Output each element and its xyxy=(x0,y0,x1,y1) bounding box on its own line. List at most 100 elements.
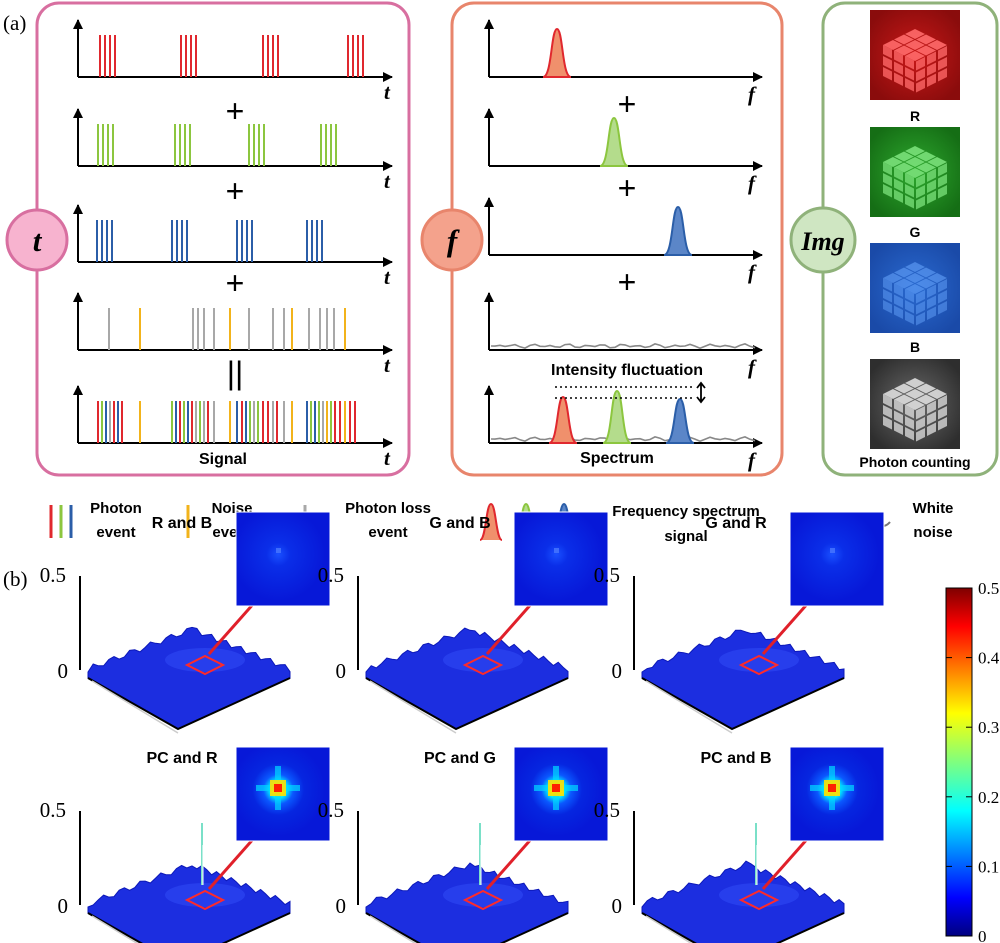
freq-axis-label: f xyxy=(748,82,757,106)
correlation-plot: 0.5 0 G and R xyxy=(594,511,885,734)
spectrum-peak xyxy=(599,116,629,167)
spectrum-peak xyxy=(542,27,572,78)
time-symbol-circle xyxy=(5,208,69,272)
zoom-inset xyxy=(235,511,331,607)
plot-title: PC and B xyxy=(700,750,771,767)
freq-symbol-circle xyxy=(420,208,484,272)
zoom-inset xyxy=(789,511,885,607)
img-symbol-circle xyxy=(789,206,857,274)
roi-marker xyxy=(738,889,780,911)
freq-operator: + xyxy=(618,264,637,300)
floor-edge xyxy=(365,677,569,731)
spectrum-peak xyxy=(602,389,632,444)
colorbar-tick-label: 0.5 xyxy=(978,579,999,598)
time-symbol: t xyxy=(33,223,43,258)
floor-edge xyxy=(87,677,291,731)
roi-marker xyxy=(738,654,780,676)
z-tick-zero: 0 xyxy=(58,659,69,683)
time-axis-label: t xyxy=(384,80,391,104)
freq-axis-label: f xyxy=(748,260,757,284)
fluctuation-double-arrow xyxy=(696,381,706,404)
spectrum-peak xyxy=(665,397,695,444)
colorbar-tick-label: 0 xyxy=(978,927,987,943)
plot-title: G and R xyxy=(705,515,767,532)
freq-axis-label: f xyxy=(748,355,757,379)
z-tick-top: 0.5 xyxy=(40,563,66,587)
colorbar-ticks: 0.5 0.4 0.3 0.2 0.1 0 xyxy=(946,579,1000,943)
floor-edge xyxy=(87,912,291,943)
plot-title: PC and G xyxy=(424,750,496,767)
correlation-plot: 0.5 0 R and B xyxy=(40,511,331,734)
caption-g: G xyxy=(910,224,921,240)
surface xyxy=(87,626,291,730)
signal-caption: Signal xyxy=(199,451,247,468)
time-axis-label: t xyxy=(384,265,391,289)
freq-spectrum-label-1: Frequency spectrum xyxy=(612,503,760,520)
colorbar-tick-label: 0.2 xyxy=(978,788,999,807)
floor-edge xyxy=(641,677,845,731)
z-tick-top: 0.5 xyxy=(318,563,344,587)
correlation-plots: 0.50R and B0.50G and B0.50G and R0.50PC … xyxy=(40,511,885,943)
photon-event-label-2: event xyxy=(96,524,135,541)
photon-loss-label-2: event xyxy=(368,524,407,541)
zoom-inset xyxy=(789,746,885,842)
z-tick-top: 0.5 xyxy=(594,798,620,822)
correlation-plot: 0.5 0 PC and R xyxy=(40,746,331,943)
z-tick-top: 0.5 xyxy=(40,798,66,822)
white-noise-label-1: White xyxy=(913,500,954,517)
plot-title: G and B xyxy=(429,515,490,532)
photon-event-label-1: Photon xyxy=(90,500,142,517)
caption-r: R xyxy=(910,108,920,124)
white-noise-trace xyxy=(490,343,756,350)
freq-operator: + xyxy=(618,86,637,122)
caption-photon-counting: Photon counting xyxy=(859,454,970,470)
surface xyxy=(641,629,845,730)
z-tick-top: 0.5 xyxy=(594,563,620,587)
time-operator: + xyxy=(226,93,245,129)
floor-edge xyxy=(641,912,845,943)
panel-a-label: (a) xyxy=(3,11,26,35)
freq-operator: + xyxy=(618,170,637,206)
panel-b-label: (b) xyxy=(3,567,28,591)
zoom-inset xyxy=(513,511,609,607)
caption-b: B xyxy=(910,339,920,355)
z-tick-zero: 0 xyxy=(58,894,69,918)
freq-axis-label: f xyxy=(748,448,757,472)
z-tick-zero: 0 xyxy=(336,894,347,918)
white-noise-label-2: noise xyxy=(913,524,952,541)
img-symbol: Img xyxy=(800,227,844,256)
photon-counting-image xyxy=(870,359,960,449)
colorbar-tick-label: 0.4 xyxy=(978,649,1000,668)
roi-marker xyxy=(462,889,504,911)
colorbar-tick-label: 0.1 xyxy=(978,857,999,876)
freq-symbol: f xyxy=(447,223,460,258)
time-operator: + xyxy=(226,173,245,209)
spectrum-peak xyxy=(663,205,693,256)
freq-axis-label: f xyxy=(748,171,757,195)
time-axis-label: t xyxy=(384,353,391,377)
z-tick-zero: 0 xyxy=(612,659,623,683)
time-axis-label: t xyxy=(384,169,391,193)
plot-title: PC and R xyxy=(146,750,218,767)
spectrum-peak xyxy=(548,395,578,444)
spectrum-caption: Spectrum xyxy=(580,450,654,467)
time-operator: + xyxy=(226,265,245,301)
plot-title: R and B xyxy=(152,515,212,532)
green-image xyxy=(870,127,960,217)
freq-spectrum-label-2: signal xyxy=(664,528,707,545)
correlation-plot: 0.50G and B xyxy=(318,511,609,734)
red-image xyxy=(870,10,960,100)
roi-marker xyxy=(184,654,226,676)
photon-event-icon xyxy=(49,505,73,538)
roi-marker xyxy=(184,889,226,911)
colorbar-tick-label: 0.3 xyxy=(978,718,999,737)
surface xyxy=(365,627,569,730)
image-thumbnails xyxy=(870,10,960,449)
image-box: R G B Photon counting Img xyxy=(789,1,999,477)
